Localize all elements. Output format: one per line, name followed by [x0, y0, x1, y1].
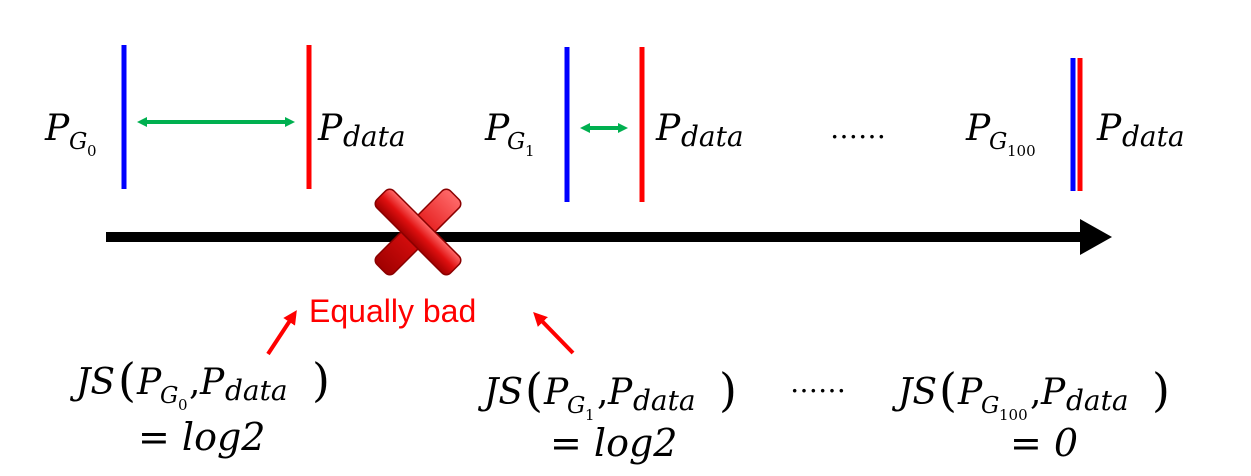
bottom-ellipsis: …… [790, 366, 846, 399]
svg-text:G: G [507, 129, 525, 155]
svg-text:data: data [633, 384, 696, 417]
svg-text:data: data [681, 120, 744, 153]
top-ellipsis: …… [830, 112, 886, 145]
svg-text:P: P [1096, 108, 1122, 149]
pg0-label: P G 0 [44, 108, 97, 160]
js-expression-1: JS ( P G 1 , P data ) [477, 363, 737, 424]
svg-text:G: G [981, 393, 999, 419]
svg-text:JS: JS [891, 372, 937, 413]
js-expression-100: JS ( P G 100 , P data ) [891, 363, 1170, 424]
svg-text:): ) [1152, 363, 1170, 417]
svg-text:P: P [965, 108, 991, 149]
pdata-label-0: P data [317, 108, 406, 153]
pg100-label: P G 100 [965, 108, 1036, 160]
annotation-arrow-right [533, 311, 575, 355]
svg-text:P: P [317, 108, 343, 149]
svg-text:0: 0 [87, 142, 97, 160]
svg-text:G: G [989, 129, 1007, 155]
svg-text:): ) [312, 353, 330, 407]
svg-text:data: data [1122, 120, 1185, 153]
js-expression-0: JS ( P G 0 , P data ) [69, 353, 330, 414]
js-result-0: = log2 [138, 415, 265, 459]
red-x-cross-icon [374, 188, 462, 276]
svg-text:,: , [1030, 372, 1041, 413]
svg-text:,: , [189, 362, 200, 403]
svg-text:JS: JS [69, 362, 115, 403]
svg-text:1: 1 [525, 142, 535, 160]
svg-text:P: P [957, 372, 983, 413]
svg-text:P: P [44, 108, 70, 149]
svg-text:P: P [199, 362, 225, 403]
progress-axis-arrow [106, 219, 1112, 255]
svg-text:P: P [484, 108, 510, 149]
svg-text:data: data [1066, 384, 1129, 417]
js-result-100: = 0 [1010, 421, 1078, 465]
svg-text:P: P [543, 372, 569, 413]
svg-text:P: P [655, 108, 681, 149]
svg-text:P: P [1040, 372, 1066, 413]
svg-text:data: data [343, 120, 406, 153]
svg-text:,: , [597, 372, 608, 413]
svg-text:0: 0 [178, 396, 188, 414]
svg-text:data: data [225, 374, 288, 407]
svg-text:JS: JS [477, 372, 523, 413]
svg-text:): ) [719, 363, 737, 417]
js-result-1: = log2 [550, 421, 677, 465]
svg-text:P: P [607, 372, 633, 413]
svg-text:G: G [160, 383, 178, 409]
svg-text:(: ( [939, 363, 957, 417]
pdata-label-1: P data [655, 108, 744, 153]
annotation-arrow-left [266, 310, 297, 356]
svg-text:P: P [136, 362, 162, 403]
svg-text:(: ( [525, 363, 543, 417]
svg-text:G: G [69, 129, 87, 155]
pg1-label: P G 1 [484, 108, 535, 160]
equally-bad-label: Equally bad [309, 293, 476, 329]
pdata-label-100: P data [1096, 108, 1185, 153]
svg-text:G: G [567, 393, 585, 419]
svg-text:100: 100 [999, 406, 1028, 424]
svg-text:(: ( [118, 353, 136, 407]
svg-text:1: 1 [585, 406, 595, 424]
svg-text:100: 100 [1007, 142, 1036, 160]
